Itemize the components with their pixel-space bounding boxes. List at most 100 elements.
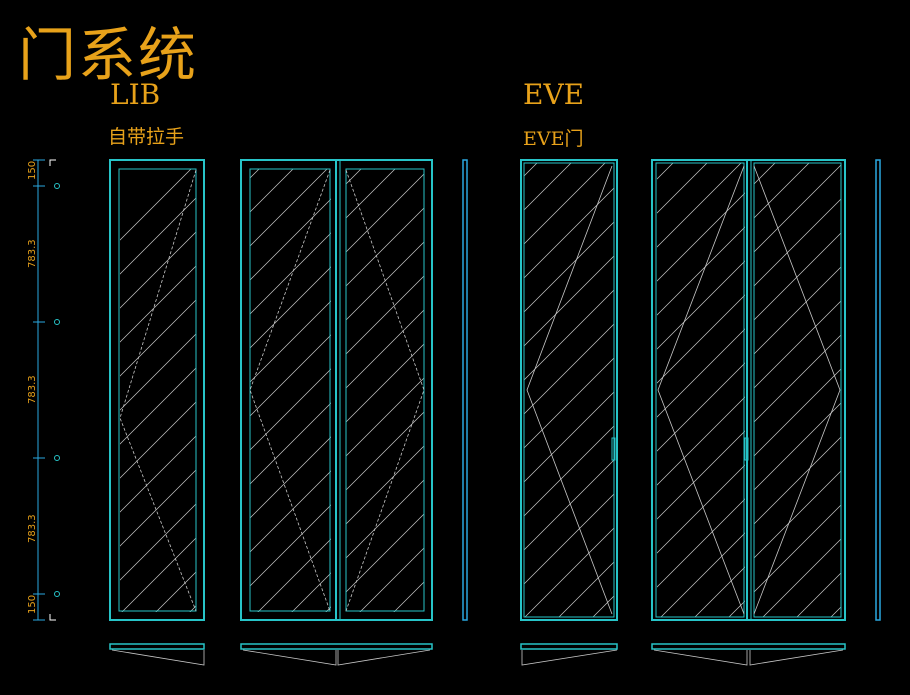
hatch-line	[121, 537, 196, 612]
hatch-line	[0, 160, 200, 660]
hatch-line	[346, 173, 424, 253]
hatch-line	[694, 566, 745, 617]
glass-hatching	[120, 160, 910, 660]
dimension-marker	[54, 591, 60, 597]
eve-side-profile	[875, 159, 881, 621]
hatch-line	[657, 226, 745, 316]
hatch-line	[250, 402, 331, 485]
hatch-line	[524, 163, 606, 245]
hatch-line	[0, 160, 302, 660]
hatch-line	[762, 538, 841, 617]
hatch-line	[524, 527, 614, 617]
hatch-line	[0, 160, 200, 660]
swing-direction	[119, 169, 197, 612]
hatch-line	[720, 160, 910, 660]
hatch-line	[822, 160, 910, 660]
hatch-line	[0, 160, 268, 660]
hatch-line	[250, 169, 260, 179]
hatch-line	[0, 160, 472, 660]
hatch-line	[657, 163, 742, 248]
hatch-line	[346, 169, 396, 219]
group-subtitle-lib: 自带拉手	[108, 126, 185, 148]
lib-double-door	[0, 159, 910, 660]
hatch-line	[0, 160, 472, 660]
lib-double-plan	[240, 643, 433, 666]
lib-single-plan	[109, 643, 205, 666]
hatch-line	[822, 160, 910, 660]
dimension-marker	[54, 455, 60, 461]
dimension-marker	[54, 319, 60, 325]
swing-direction	[753, 165, 841, 615]
hatch-line	[524, 357, 614, 449]
hatch-line	[652, 160, 910, 660]
hatch-line	[788, 160, 910, 660]
hatch-line	[524, 493, 614, 585]
hatch-line	[657, 396, 745, 486]
hatch-line	[516, 160, 910, 660]
hatch-line	[0, 160, 370, 660]
hatch-line	[754, 198, 841, 287]
hatch-line	[890, 160, 910, 660]
hatch-line	[120, 197, 196, 275]
hatch-line	[890, 160, 910, 660]
hatch-line	[516, 160, 910, 660]
hatch-line	[856, 160, 910, 660]
hatch-line	[0, 160, 234, 660]
hatch-line	[120, 231, 196, 309]
hatch-line	[0, 160, 404, 660]
hatch-line	[291, 572, 331, 612]
hatch-line	[856, 160, 910, 660]
hatch-line	[120, 333, 196, 411]
hatch-line	[0, 160, 234, 660]
hatch-line	[120, 299, 196, 377]
hatch-line	[890, 160, 910, 660]
hatch-line	[618, 160, 910, 660]
hatch-line	[359, 547, 424, 612]
hatch-line	[524, 459, 614, 551]
hatch-line	[550, 160, 910, 660]
hatch-line	[250, 334, 331, 417]
hatch-line	[120, 435, 196, 513]
hatch-line	[257, 538, 331, 612]
hatch-line	[516, 160, 910, 660]
hatch-line	[250, 169, 328, 247]
hatch-line	[754, 368, 841, 457]
hatch-line	[660, 532, 745, 617]
hatch-line	[720, 160, 910, 660]
hatch-line	[155, 571, 196, 612]
hatch-line	[250, 266, 331, 349]
hatch-line	[0, 160, 336, 660]
dimension-marker	[54, 183, 60, 189]
group-label-lib: LIB	[110, 78, 161, 111]
hatch-line	[558, 561, 614, 617]
eve-single-plan	[520, 643, 618, 666]
group-label-eve: EVE	[523, 78, 585, 111]
hatch-line	[0, 160, 472, 660]
hatch-line	[0, 160, 234, 660]
corner-marks	[49, 159, 56, 621]
hatch-line	[720, 160, 910, 660]
glass-hatching	[0, 160, 910, 660]
hatch-line	[0, 160, 438, 660]
hatch-line	[652, 160, 910, 660]
hatch-line	[788, 160, 910, 660]
hatch-line	[250, 300, 331, 383]
hatch-line	[0, 160, 302, 660]
hatch-line	[346, 377, 424, 457]
hatch-line	[657, 464, 745, 554]
hatch-line	[822, 160, 910, 660]
hatch-line	[788, 160, 910, 660]
hatch-line	[346, 207, 424, 287]
hatch-line	[120, 265, 196, 343]
hatch-line	[524, 221, 614, 313]
hatch-line	[414, 160, 910, 660]
hatch-line	[618, 160, 910, 660]
handle	[611, 437, 616, 461]
hatch-line	[0, 160, 200, 660]
hatch-line	[0, 160, 268, 660]
hatch-line	[592, 595, 614, 617]
swing-direction	[345, 169, 425, 612]
hatch-line	[120, 401, 196, 479]
hatch-line	[754, 504, 841, 593]
hatch-line	[754, 164, 841, 253]
